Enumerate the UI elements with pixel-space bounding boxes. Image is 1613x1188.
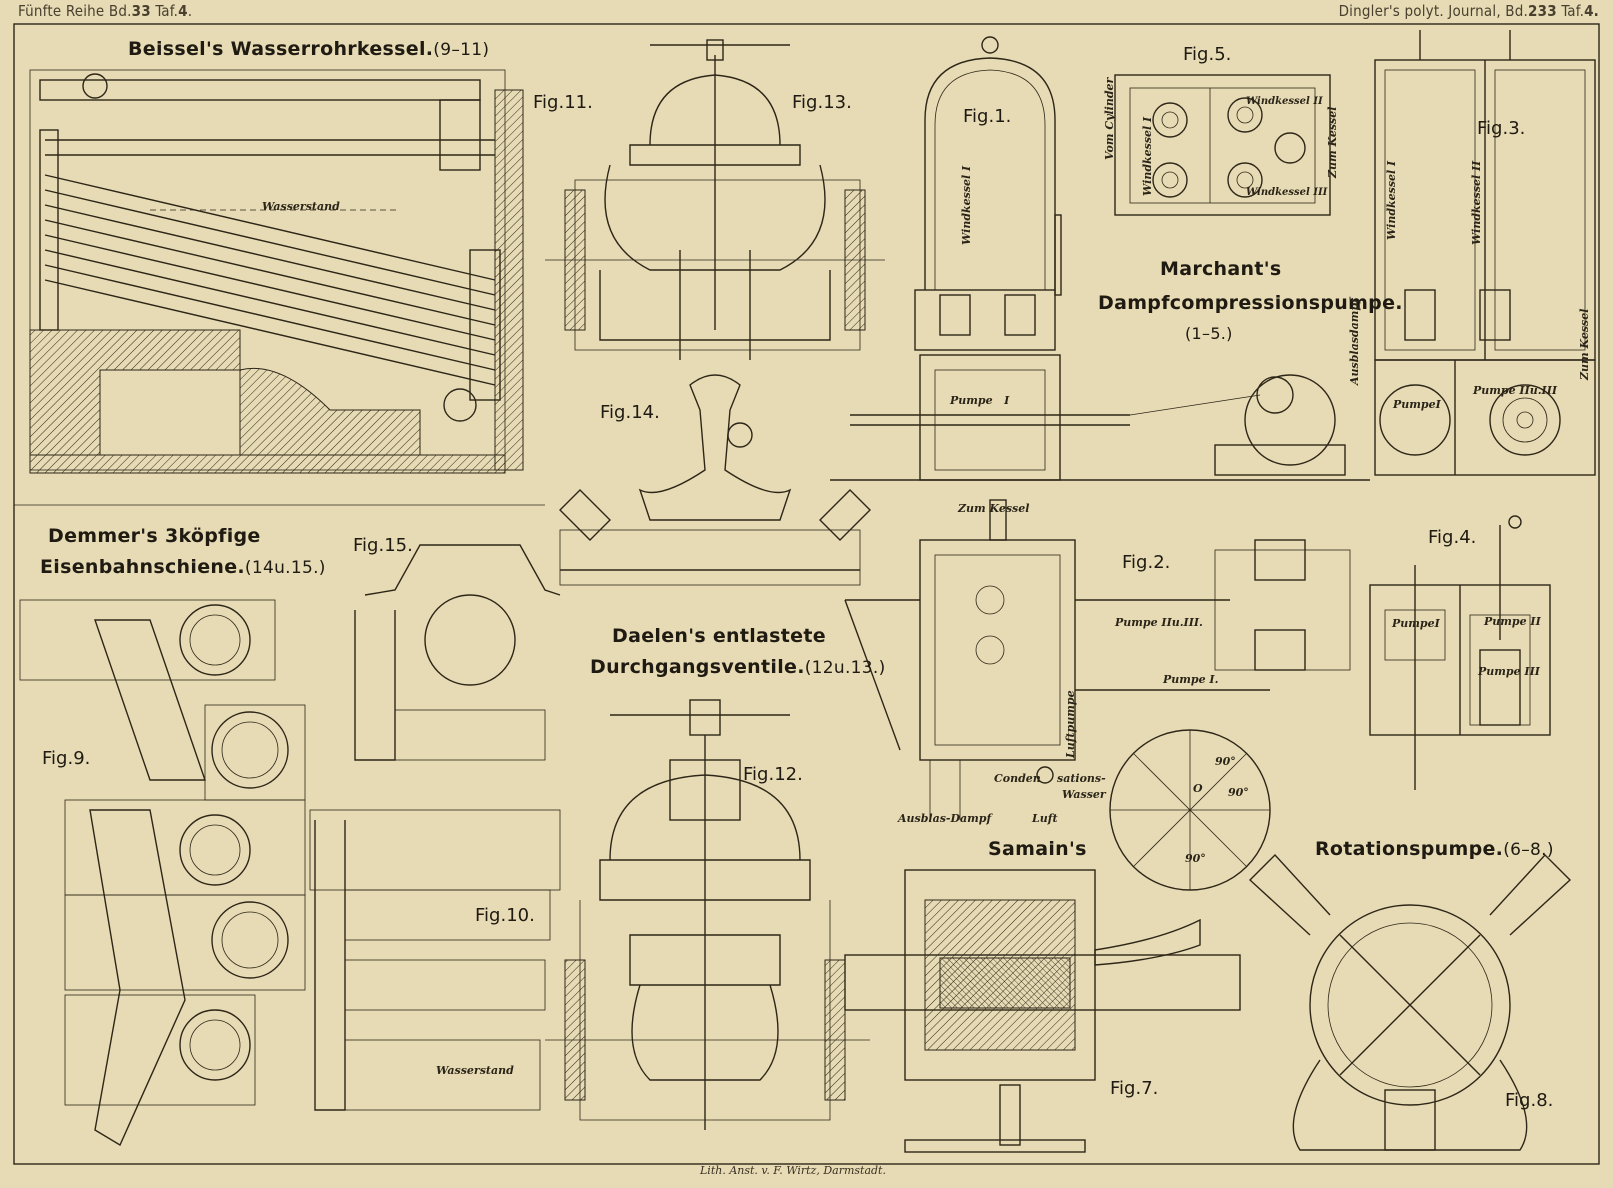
- fig10-label: Fig.10.: [475, 905, 535, 926]
- header-right-suffix: Taf.: [1561, 2, 1585, 20]
- title-marchant-2: Dampfcompressionspumpe.: [1098, 292, 1403, 314]
- label-windkessel2-fig5: Windkessel II: [1246, 96, 1323, 107]
- rotor-fig7-drawing: [844, 869, 1241, 1153]
- label-pumpe23-fig2: Pumpe IIu.III.: [1115, 616, 1203, 629]
- label-angle-90b: 90°: [1228, 786, 1249, 799]
- title-daelen-2-main: Durchgangsventile.: [590, 656, 805, 678]
- plan-fig5-drawing: [1114, 74, 1331, 216]
- lithographer-credit: Lith. Anst. v. F. Wirtz, Darmstadt.: [700, 1164, 886, 1177]
- title-demmer-1: Demmer's 3köpfige: [48, 525, 261, 547]
- valve-fig12-drawing: [545, 699, 870, 1130]
- fig3-label: Fig.3.: [1477, 118, 1526, 139]
- header-left-plate: 4: [178, 2, 188, 20]
- fig14-label: Fig.14.: [600, 402, 660, 423]
- title-demmer-2-main: Eisenbahnschiene.: [40, 556, 245, 578]
- label-zum-kessel-fig5: Zum Kessel: [1326, 106, 1339, 178]
- plate-border: [13, 23, 1600, 1165]
- pump-fig3-drawing: [1374, 30, 1596, 476]
- pump-fig4-drawing: [1369, 515, 1551, 790]
- rail-fig9-drawing: [19, 599, 306, 1147]
- fig12-label: Fig.12.: [743, 764, 803, 785]
- label-conden: Conden: [994, 772, 1041, 785]
- rail-fig15-drawing: [309, 544, 561, 1111]
- label-windkessel1-fig3: Windkessel I: [1385, 160, 1398, 240]
- title-daelen-2: Durchgangsventile.(12u.13.): [590, 656, 886, 678]
- label-wasserstand-bottom: Wasserstand: [436, 1064, 514, 1077]
- title-rotation-sub: (6–8.): [1503, 840, 1554, 860]
- label-center-o: O: [1193, 782, 1203, 795]
- title-beissel-main: Beissel's Wasserrohrkessel.: [128, 38, 434, 60]
- title-marchant-sub: (1–5.): [1185, 324, 1233, 343]
- label-windkessel3-fig5: Windkessel III: [1246, 187, 1328, 198]
- header-right-volume: 233: [1528, 2, 1557, 20]
- label-wasser: Wasser: [1062, 788, 1106, 801]
- label-windkessel-fig1: Windkessel I: [960, 165, 973, 245]
- label-luftpumpe: Luftpumpe: [1064, 690, 1077, 758]
- boiler-fig11-drawing: [29, 69, 524, 474]
- fig9-label: Fig.9.: [42, 748, 91, 769]
- header-right-plate: 4.: [1584, 2, 1599, 20]
- label-pumpe3-fig4: Pumpe III: [1478, 665, 1540, 678]
- angle-circle-drawing: [1109, 729, 1271, 891]
- fig8-label: Fig.8.: [1505, 1090, 1554, 1111]
- fig13-label: Fig.13.: [792, 92, 852, 113]
- fig7-label: Fig.7.: [1110, 1078, 1159, 1099]
- label-zum-kessel-fig2: Zum Kessel: [958, 502, 1030, 515]
- title-daelen-1: Daelen's entlastete: [612, 625, 826, 647]
- pump-fig2-drawing: [844, 499, 1351, 820]
- header-left-prefix: Fünfte Reihe Bd.: [18, 2, 132, 20]
- label-pumpe1-fig2: Pumpe I.: [1163, 673, 1219, 686]
- label-wasserstand-top: Wasserstand: [262, 200, 340, 213]
- label-sations: sations-: [1057, 772, 1106, 785]
- label-zum-kessel-fig3: Zum Kessel: [1578, 308, 1591, 380]
- header-right: Dingler's polyt. Journal, Bd.233 Taf.4.: [1339, 2, 1599, 20]
- title-demmer-2-sub: (14u.15.): [244, 558, 326, 578]
- label-pumpe-fig1-numeral: I: [1004, 394, 1010, 407]
- label-pumpe1-fig4: PumpeI: [1392, 617, 1440, 630]
- label-pumpe23-fig3: Pumpe IIu.III: [1473, 384, 1557, 397]
- label-ausblasdampf-fig3: Ausblasdampf: [1348, 298, 1361, 385]
- fig11-label: Fig.11.: [533, 92, 593, 113]
- fig1-label: Fig.1.: [963, 106, 1012, 127]
- fig2-label: Fig.2.: [1122, 552, 1171, 573]
- label-windkessel2-fig3: Windkessel II: [1470, 160, 1483, 245]
- label-ausblas-dampf: Ausblas-Dampf: [898, 812, 992, 825]
- valve-fig13-drawing: [545, 39, 885, 360]
- rail-fig14-drawing: [559, 374, 871, 586]
- title-samain: Samain's: [988, 838, 1087, 860]
- fig5-label: Fig.5.: [1183, 44, 1232, 65]
- label-pumpe1-fig3: PumpeI: [1393, 398, 1441, 411]
- header-left-suffix: Taf.: [155, 2, 179, 20]
- label-angle-90c: 90°: [1185, 852, 1206, 865]
- title-marchant-1: Marchant's: [1160, 258, 1282, 280]
- title-rotation: Rotationspumpe.(6–8.): [1315, 838, 1554, 860]
- label-pumpe2-fig4: Pumpe II: [1484, 615, 1541, 628]
- title-demmer-2: Eisenbahnschiene.(14u.15.): [40, 556, 326, 578]
- title-rotation-main: Rotationspumpe.: [1315, 838, 1504, 860]
- header-left: Fünfte Reihe Bd.33 Taf.4.: [18, 2, 193, 20]
- title-daelen-2-sub: (12u.13.): [804, 658, 886, 678]
- header-right-prefix: Dingler's polyt. Journal, Bd.: [1338, 2, 1529, 20]
- label-pumpe-fig1-word: Pumpe: [950, 394, 993, 407]
- label-vom-cylinder: Vom Cylinder: [1103, 77, 1116, 160]
- rotation-pump-fig8-drawing: [1248, 853, 1572, 1151]
- pump-fig1-drawing: [830, 36, 1370, 481]
- fig4-label: Fig.4.: [1428, 527, 1477, 548]
- title-beissel-sub: (9–11): [433, 40, 490, 60]
- label-windkessel1-fig5: Windkessel I: [1141, 116, 1154, 196]
- label-angle-90a: 90°: [1215, 755, 1236, 768]
- header-left-volume: 33: [131, 2, 151, 20]
- label-luft: Luft: [1032, 812, 1058, 825]
- fig15-label: Fig.15.: [353, 535, 413, 556]
- title-beissel: Beissel's Wasserrohrkessel.(9–11): [128, 38, 489, 60]
- label-pumpe-fig1: Pumpe I: [950, 394, 1009, 407]
